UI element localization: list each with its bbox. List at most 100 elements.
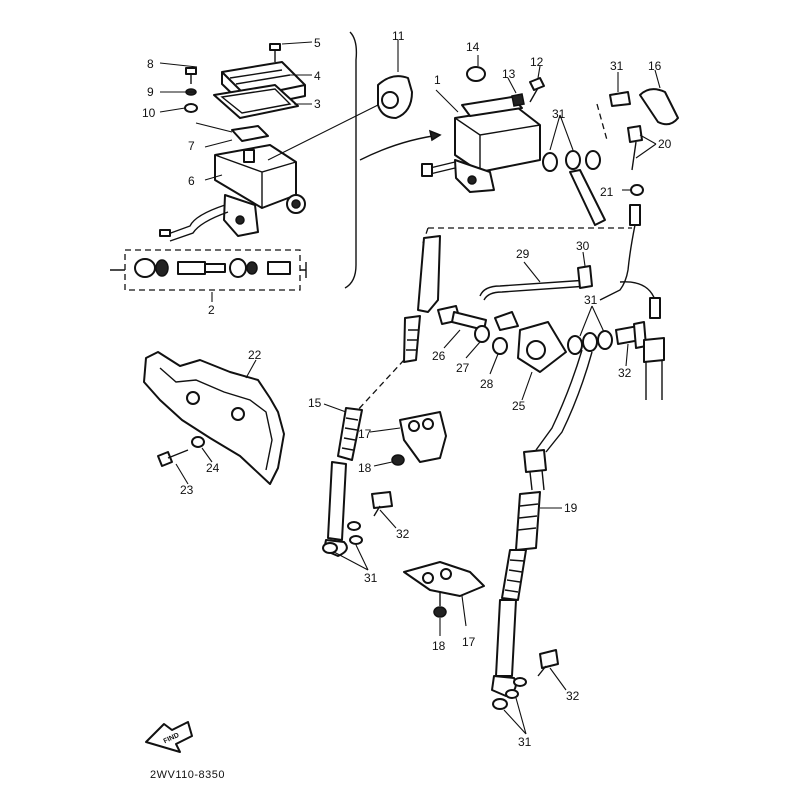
leader-25 [521,371,533,401]
washer-left-c [349,535,363,545]
diaphragm-plate [231,125,269,142]
master-cylinder-exploded-group [110,31,358,302]
callout: 32 [566,689,580,703]
callout: 12 [530,55,544,69]
callout: 19 [564,501,578,515]
leader-31-mid [579,305,605,337]
dash-upper [596,103,608,141]
leader-17-upper [369,427,401,433]
nut-13 [511,93,525,107]
callout: 27 [456,361,470,375]
cover-22-hole-a [186,391,200,405]
washer-right-c [513,677,527,687]
leader-29 [523,261,541,283]
washer-31a [542,152,558,172]
cap-ribs [229,69,291,85]
diagram-code: 2WV110-8350 [150,769,225,781]
leader-5 [281,41,313,45]
callout: 21 [600,185,614,199]
callout: 9 [147,85,154,99]
holder-lower-hole-a [422,572,434,584]
callout: 1 [434,73,441,87]
clamp-hole [381,91,399,109]
hose-fitting-left [403,315,421,363]
fitting-20-shank [631,141,637,171]
assembled-pivot [467,175,477,185]
fork-leg-lines [645,360,663,400]
diaphragm-inner [220,88,292,114]
holder-hole-b [422,418,434,430]
callout: 18 [358,461,372,475]
brake-pipe-branch [619,281,656,301]
holder-hole-a [408,420,420,432]
leader-27 [465,341,481,359]
callout: 22 [248,348,262,362]
washer-right-b [505,689,519,699]
assembled-master-cylinder [454,107,541,173]
cover-22 [143,351,285,485]
callout: 31 [518,735,532,749]
cap-screw-head [269,43,281,51]
kit-boot [267,261,291,275]
washer-right-a [492,698,508,710]
pipe-fitting-right [629,204,641,226]
leader-31-left [333,544,369,571]
callout: 20 [658,137,672,151]
brake-hose-left [327,461,347,541]
leader-18-upper [373,461,393,467]
kit-box-ticks [110,262,307,278]
cover-22-hole-b [231,407,245,421]
leader-33 [625,343,629,367]
bleed-bolt-32-right [539,649,559,669]
switch-wire-2 [169,211,229,242]
diaphragm [213,84,299,119]
piston-kit-box [124,249,301,291]
callout: 32 [618,366,632,380]
callout: 32 [396,527,410,541]
bolt-23-head [157,451,173,467]
hose-protector-15 [337,407,363,461]
leader-23 [175,463,189,485]
sight-glass-cap [466,66,486,82]
protector-coils [341,417,359,451]
callout: 8 [147,57,154,71]
kit-spring [204,263,226,273]
assembled-body-edges [454,117,541,172]
leader-24 [201,447,213,463]
pipe-end-fitting [649,297,661,319]
hose-holder-17-upper [399,411,447,463]
nut-18-upper [391,454,405,466]
callout: 29 [516,247,530,261]
callout: 6 [188,174,195,188]
fork-leg-stub [643,337,665,363]
callout: 11 [392,29,405,43]
callout: 3 [314,97,321,111]
callout: 5 [314,36,321,50]
hose-upper-left [417,235,441,313]
callout: 13 [502,67,516,81]
cover-22-edge [159,367,273,471]
master-cylinder-assembly [267,40,679,319]
assembly-arrowhead [428,129,442,142]
callout: 17 [462,635,476,649]
assembled-wire [429,161,456,175]
callout: 31 [552,107,566,121]
bleed-screw-32 [609,91,631,107]
washer-31e [582,332,598,352]
brake-pipe-29 [479,279,589,297]
kit-clip [246,261,258,275]
leader-10b [195,122,233,133]
leader-15 [323,403,347,413]
callout-labels: 1 2 3 4 5 6 7 8 9 10 11 12 13 14 15 16 1… [142,29,672,749]
callout: 10 [142,106,156,120]
wire-terminal [159,229,171,237]
kit-cup [134,258,156,278]
leader-1 [435,89,459,113]
hose-fitting-19-ribs [517,503,539,531]
leader-32-left [379,509,397,529]
callout: 23 [180,483,194,497]
washer-31d [567,335,583,355]
cap-20 [627,125,643,143]
kit-piston [177,261,206,275]
